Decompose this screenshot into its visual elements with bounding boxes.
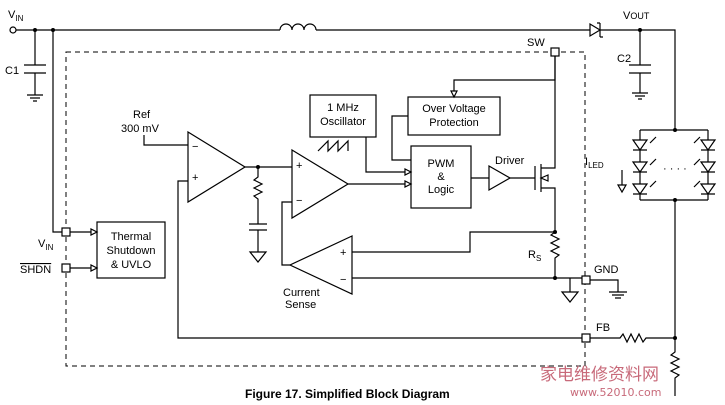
rs-label: RS: [528, 249, 541, 263]
gnd-pin: [581, 275, 591, 285]
watermark-url: www.52010.com: [570, 386, 661, 399]
figure-caption: Figure 17. Simplified Block Diagram: [245, 387, 450, 401]
vin-main-label: VIN: [8, 9, 24, 23]
comp-ground-icon: [248, 251, 268, 263]
c1-ground-icon: [27, 94, 43, 102]
svg-text:−: −: [340, 274, 346, 286]
fb-label: FB: [596, 322, 610, 334]
ref-label: Ref: [133, 109, 151, 121]
pwm-label-1: PWM: [428, 158, 455, 170]
sw-pin: [550, 47, 560, 57]
output-diode: [589, 22, 602, 38]
gnd-ground-icon: [590, 279, 627, 299]
svg-text:−: −: [296, 195, 302, 207]
compensation-network: [249, 167, 267, 252]
svg-text:+: +: [340, 247, 346, 259]
vout-rail: [600, 29, 676, 130]
watermark-text: 家电维修资料网: [540, 365, 659, 385]
error-amplifier: [187, 130, 247, 204]
oscillator-label-2: Oscillator: [320, 116, 366, 128]
shdn-label: SHDN: [20, 264, 51, 276]
ref-value: 300 mV: [121, 123, 160, 135]
ovp-label-1: Over Voltage: [422, 103, 486, 115]
vin-terminal: [9, 26, 17, 34]
vin-pin-wire: [52, 30, 66, 233]
iled-arrow-icon: [616, 184, 628, 194]
thermal-label-3: & UVLO: [111, 259, 152, 271]
current-sense-label-2: Sense: [285, 299, 316, 311]
fb-pin: [581, 333, 591, 343]
driver-label: Driver: [495, 155, 525, 167]
vin-pin-label: VIN: [38, 238, 54, 252]
led-string-left: [631, 136, 657, 196]
vin-pin: [61, 227, 71, 237]
oscillator-label-1: 1 MHz: [327, 102, 359, 114]
c2-label: C2: [617, 53, 631, 65]
iled-label: ILED: [585, 156, 604, 170]
c2-ground-icon: [632, 92, 648, 100]
svg-text:+: +: [192, 172, 198, 184]
svg-text:+: +: [296, 160, 302, 172]
pwm-comparator: [291, 148, 350, 220]
led-continuation-dots: · · · ·: [663, 163, 687, 175]
power-mosfet: [534, 56, 556, 232]
driver-buffer: [488, 164, 512, 192]
internal-ground-icon: [560, 291, 580, 303]
vout-label: VOUT: [623, 10, 650, 22]
led-string-right: [693, 136, 717, 196]
gnd-label: GND: [594, 264, 619, 276]
sawtooth-icon: [317, 139, 349, 153]
current-sense-label-1: Current: [283, 287, 320, 299]
ic-boundary: [65, 51, 586, 367]
ovp-label-2: Protection: [429, 117, 479, 129]
sense-resistor-external: [669, 338, 681, 396]
thermal-label-2: Shutdown: [107, 245, 156, 257]
sw-label: SW: [527, 37, 545, 49]
fb-resistor-external: [590, 332, 675, 344]
thermal-input-arrows: [90, 228, 99, 272]
shdn-pin: [61, 263, 71, 273]
c2-capacitor: [629, 30, 651, 93]
rs-resistor: [549, 231, 561, 278]
svg-text:−: −: [192, 141, 198, 153]
thermal-label-1: Thermal: [111, 231, 151, 243]
current-sense-amplifier: [288, 235, 353, 295]
thermal-shutdown-block: [96, 221, 166, 279]
pwm-label-2: &: [437, 171, 445, 183]
pwm-label-3: Logic: [428, 184, 455, 196]
c1-capacitor: [24, 30, 46, 95]
inductor: [279, 23, 317, 31]
oscillator-block: [309, 94, 377, 138]
c1-label: C1: [5, 65, 19, 77]
pwm-logic-block: [410, 145, 472, 209]
